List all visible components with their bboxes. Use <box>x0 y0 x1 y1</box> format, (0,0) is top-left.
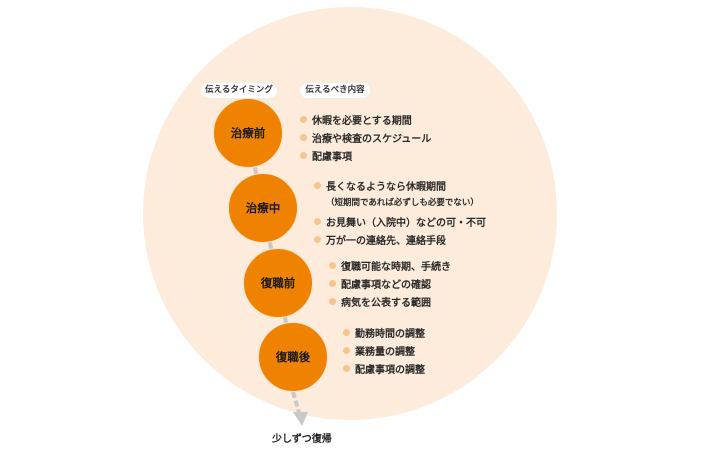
stage-label: 治療中 <box>245 201 281 215</box>
stage-items-before-treatment: 休暇を必要とする期間 治療や検査のスケジュール 配慮事項 <box>300 110 431 164</box>
content-header-label: 伝えるべき内容 <box>300 83 370 98</box>
timing-header-label: 伝えるタイミング <box>201 83 277 98</box>
list-item: 勤務時間の調整 <box>343 323 425 341</box>
gradual-return-label: 少しずつ復帰 <box>272 434 332 445</box>
stage-node-before-treatment: 治療前 <box>213 98 283 168</box>
stage-label: 治療前 <box>230 126 266 140</box>
bullet-icon <box>300 115 307 123</box>
bullet-icon <box>329 261 336 269</box>
bullet-icon <box>343 328 350 336</box>
list-item: 万が一の連絡先、連絡手段 <box>314 230 486 248</box>
bullet-icon <box>329 297 336 305</box>
list-item-note: （短期間であれば必ずしも必要でない） <box>326 198 479 208</box>
bullet-icon <box>300 133 307 141</box>
list-item: 配慮事項 <box>300 146 431 164</box>
bullet-icon <box>314 235 321 243</box>
stage-label: 復職後 <box>275 350 311 364</box>
bullet-icon <box>314 181 321 189</box>
stage-items-before-return: 復職可能な時期、手続き 配慮事項などの確認 病気を公表する範囲 <box>329 256 451 310</box>
list-item: 治療や検査のスケジュール <box>300 128 431 146</box>
stage-items-during-treatment: 長くなるようなら休暇期間 （短期間であれば必ずしも必要でない） お見舞い（入院中… <box>314 176 486 248</box>
list-item: 長くなるようなら休暇期間 <box>314 176 486 194</box>
stage-node-after-return: 復職後 <box>258 322 328 392</box>
list-item: 業務量の調整 <box>343 341 425 359</box>
list-item: お見舞い（入院中）などの可・不可 <box>314 212 486 230</box>
bullet-icon <box>300 151 307 159</box>
stage-label: 復職前 <box>260 276 296 290</box>
stage-items-after-return: 勤務時間の調整 業務量の調整 配慮事項の調整 <box>343 323 425 377</box>
stage-node-during-treatment: 治療中 <box>228 173 298 243</box>
background-circle <box>143 7 557 420</box>
list-item: 配慮事項の調整 <box>343 359 425 377</box>
list-item: 復職可能な時期、手続き <box>329 256 451 274</box>
bullet-icon <box>329 279 336 287</box>
bullet-icon <box>343 364 350 372</box>
stage-node-before-return: 復職前 <box>243 248 313 318</box>
list-item: 休暇を必要とする期間 <box>300 110 431 128</box>
down-arrow-icon <box>293 412 308 426</box>
bullet-icon <box>343 346 350 354</box>
list-item: 病気を公表する範囲 <box>329 292 451 310</box>
bullet-icon <box>314 217 321 225</box>
list-item: 配慮事項などの確認 <box>329 274 451 292</box>
